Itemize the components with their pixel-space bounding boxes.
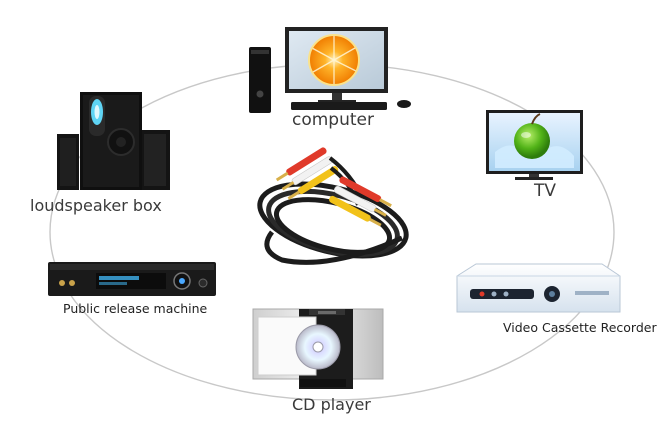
label-loudspeaker-box: loudspeaker box — [30, 196, 162, 215]
release-machine-device — [48, 262, 216, 296]
cd-player-device — [252, 308, 384, 389]
label-video-cassette-recorder: Video Cassette Recorder — [503, 320, 657, 335]
label-tv: TV — [534, 181, 557, 201]
label-computer: computer — [292, 110, 374, 130]
rca-cable-image — [257, 147, 409, 265]
label-cd-player: CD player — [292, 395, 371, 414]
loudspeaker-device — [57, 92, 170, 190]
vcr-device — [456, 263, 621, 313]
tv-device — [486, 110, 583, 180]
label-public-release-machine: Public release machine — [63, 301, 208, 316]
computer-device — [249, 27, 411, 113]
